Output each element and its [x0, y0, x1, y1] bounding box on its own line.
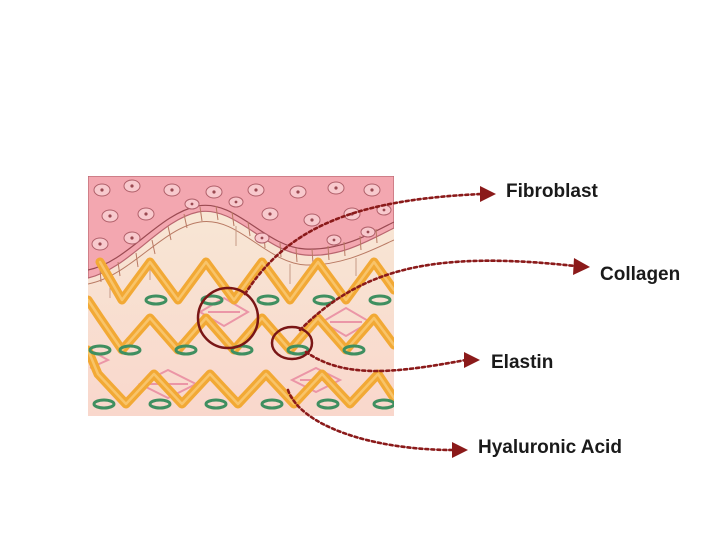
collagen-pointer-line — [298, 259, 577, 332]
elastin-label: Elastin — [491, 352, 554, 373]
fibroblast-label: Fibroblast — [506, 181, 598, 202]
hyaluronic-pointer-line — [286, 388, 456, 452]
elastin-pointer-line — [304, 350, 468, 373]
elastin-arrowhead-icon — [464, 352, 480, 368]
elastin-callout-circle — [270, 325, 314, 361]
fibroblast-pointer-line — [243, 192, 484, 296]
arrowhead-icons — [452, 186, 590, 458]
basement-membrane — [88, 204, 394, 271]
cell-nuclei — [98, 184, 386, 246]
collagen-arrowhead-icon — [573, 258, 590, 275]
hyaluronic-arrowhead-icon — [452, 442, 468, 458]
fibroblast-callout-circle — [196, 286, 260, 350]
basement-membrane-lower — [88, 221, 394, 285]
pointer-lines — [243, 192, 577, 452]
collagen-fiber-highlights — [88, 260, 394, 406]
fibroblast-arrowhead-icon — [480, 186, 496, 202]
hyaluronic-acid-label: Hyaluronic Acid — [478, 437, 622, 458]
collagen-label: Collagen — [600, 264, 681, 285]
elastin-rings — [88, 294, 394, 410]
